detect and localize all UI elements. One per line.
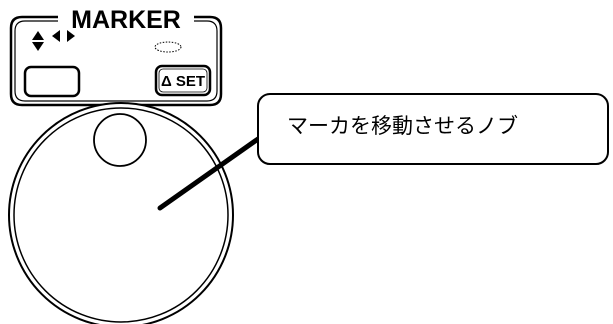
- delta-set-button-inner: [158, 68, 208, 93]
- callout-leader-line: [157, 136, 261, 211]
- delta-set-button-label: Δ SET: [161, 73, 205, 90]
- knob-callout: マーカを移動させるノブ: [257, 93, 609, 165]
- dotted-led-indicator-icon: [154, 41, 182, 53]
- marker-panel-title: MARKER: [71, 6, 181, 34]
- callout-label: マーカを移動させるノブ: [287, 114, 518, 138]
- knob-finger-dimple: [93, 113, 147, 167]
- knob-outer-ring: [8, 102, 234, 324]
- marker-panel: MARKER Δ SET: [9, 6, 223, 107]
- delta-set-button[interactable]: [154, 64, 212, 97]
- marker-panel-inner-frame: [14, 20, 218, 102]
- marker-move-button[interactable]: [23, 65, 81, 98]
- four-way-arrows-icon: [32, 30, 75, 51]
- rotary-knob-icon[interactable]: [8, 102, 234, 324]
- knob-inner-ring: [13, 107, 229, 323]
- callout-box: [257, 93, 609, 165]
